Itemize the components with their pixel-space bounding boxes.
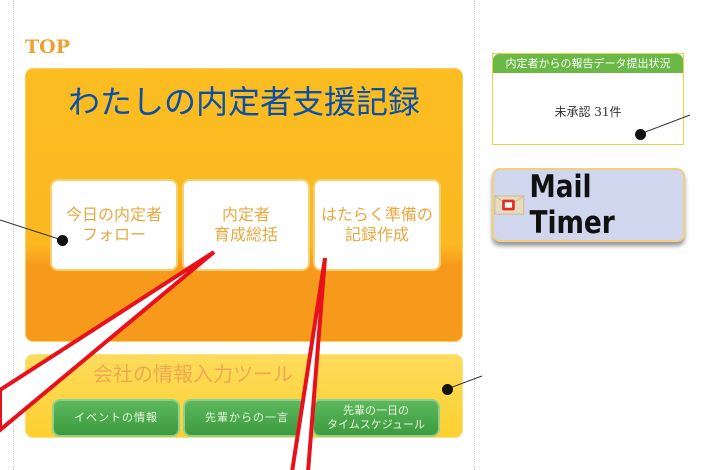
main-panel: わたしの内定者支援記録 今日の内定者 フォロー 内定者 育成総括 はたらく準備の… bbox=[25, 68, 463, 342]
annotation-dot bbox=[635, 129, 646, 140]
annotation-leader-line bbox=[0, 219, 63, 241]
annotation-dot bbox=[57, 235, 68, 246]
card-today-follow[interactable]: 今日の内定者 フォロー bbox=[50, 179, 178, 271]
report-status-title: 内定者からの報告データ提出状況 bbox=[493, 54, 683, 73]
card-training-summary[interactable]: 内定者 育成総括 bbox=[182, 179, 310, 271]
left-divider bbox=[13, 0, 14, 470]
report-status-count[interactable]: 未承認 31件 bbox=[554, 105, 622, 119]
annotation-leader-line bbox=[639, 114, 691, 135]
mail-timer-label: Mail Timer bbox=[529, 169, 615, 241]
top-label: TOP bbox=[25, 36, 70, 58]
report-status-box[interactable]: 内定者からの報告データ提出状況 未承認 31件 bbox=[492, 53, 684, 145]
annotation-pointer bbox=[0, 250, 216, 433]
senior-message-button[interactable]: 先輩からの一言 bbox=[183, 399, 311, 437]
card-work-prep-record[interactable]: はたらく準備の 記録作成 bbox=[313, 179, 441, 271]
right-divider bbox=[474, 0, 475, 470]
company-info-title: 会社の情報入力ツール bbox=[93, 362, 293, 386]
company-info-panel: 会社の情報入力ツール イベントの情報 先輩からの一言 先輩の一日の タイムスケジ… bbox=[25, 354, 463, 438]
main-title: わたしの内定者支援記録 bbox=[67, 83, 420, 121]
mail-timer-banner[interactable]: Mail Timer bbox=[492, 168, 685, 242]
mail-clock-icon bbox=[494, 195, 525, 215]
annotation-dot bbox=[442, 384, 453, 395]
annotation-leader-line bbox=[446, 375, 483, 390]
event-info-button[interactable]: イベントの情報 bbox=[52, 399, 180, 437]
annotation-pointer bbox=[290, 257, 327, 470]
